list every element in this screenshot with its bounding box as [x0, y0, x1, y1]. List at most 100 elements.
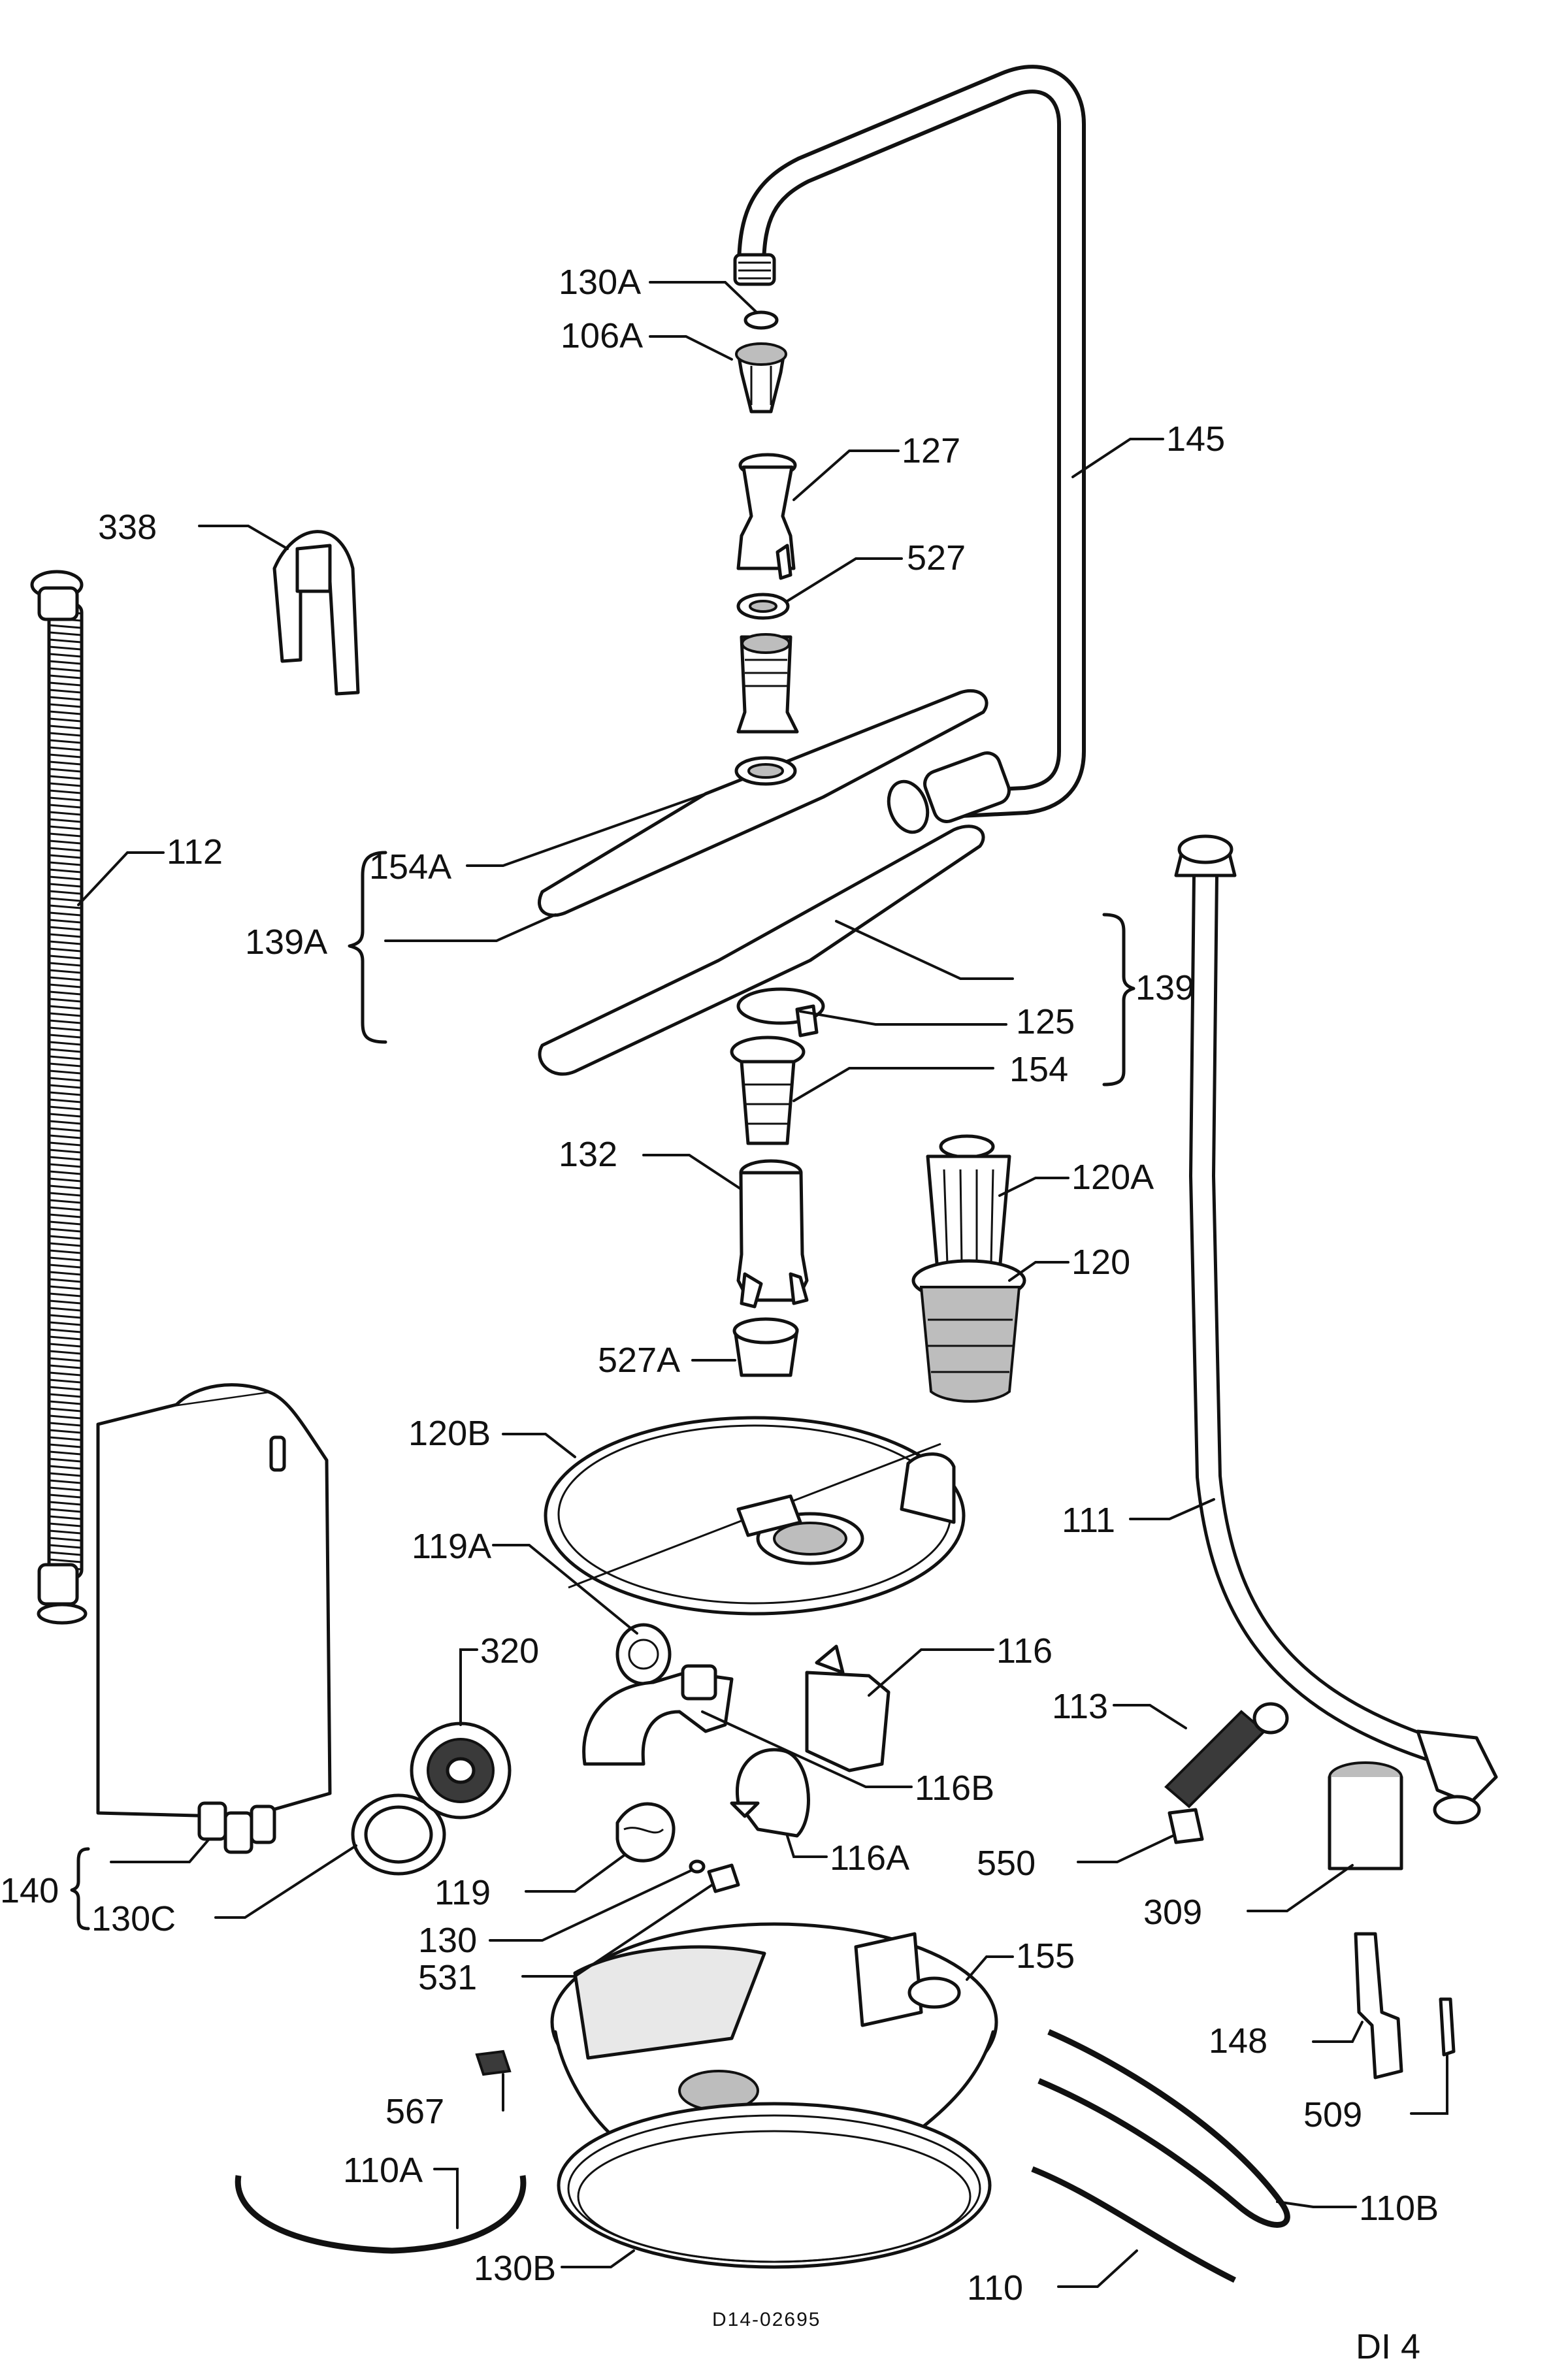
hose-corrugation	[49, 1299, 82, 1305]
label-309: 309	[1143, 1893, 1202, 1932]
part-567	[475, 2049, 512, 2076]
hose-corrugation	[49, 1292, 82, 1298]
clip-148	[1354, 1932, 1403, 2080]
corrugated-hose-112	[30, 570, 88, 1625]
hose-corrugation	[49, 1213, 82, 1218]
hose-corrugation	[49, 1055, 82, 1060]
hose-corrugation	[49, 1400, 82, 1405]
label-132: 132	[559, 1135, 617, 1174]
upper-spray-arm-154A	[538, 633, 988, 917]
hose-corrugation	[49, 1062, 82, 1068]
hose-corrugation	[49, 624, 82, 629]
hose-corrugation	[49, 796, 82, 802]
hose-corrugation	[49, 645, 82, 651]
hose-corrugation	[49, 1278, 82, 1283]
filter-cup-120	[911, 1259, 1026, 1403]
hose-corrugation	[49, 883, 82, 888]
hose-corrugation	[49, 1357, 82, 1362]
upper-spray-tube-145	[733, 65, 1086, 834]
label-139A: 139A	[245, 922, 327, 962]
hose-corrugation	[49, 1026, 82, 1032]
pump-flap-116A	[730, 1748, 810, 1838]
hose-corrugation	[49, 1364, 82, 1369]
hose-corrugation	[49, 847, 82, 852]
hose-corrugation	[49, 969, 82, 974]
hose-corrugation	[49, 1522, 82, 1527]
hose-corrugation	[49, 983, 82, 988]
hose-corrugation	[49, 1069, 82, 1075]
impeller-119	[615, 1802, 676, 1863]
label-106A: 106A	[561, 316, 643, 355]
hose-corrugation	[49, 1386, 82, 1391]
hose-corrugation	[49, 890, 82, 895]
micro-filter-120A	[926, 1134, 1011, 1273]
hose-corrugation	[49, 1414, 82, 1420]
hose-corrugation	[49, 1134, 82, 1139]
hose-corrugation	[49, 753, 82, 759]
label-130B: 130B	[474, 2249, 556, 2288]
hose-corrugation	[49, 1479, 82, 1484]
label-110B: 110B	[1359, 2189, 1439, 2228]
hose-corrugation	[49, 926, 82, 931]
pump-cover-320	[410, 1722, 512, 1820]
label-116A: 116A	[830, 1838, 909, 1878]
hose-corrugation	[49, 1249, 82, 1254]
gasket-110B	[1037, 2029, 1290, 2228]
sheet-number: DI 4	[1356, 2327, 1420, 2366]
hose-corrugation	[49, 1177, 82, 1183]
hose-corrugation	[49, 1379, 82, 1384]
hose-corrugation	[49, 1235, 82, 1240]
hose-corrugation	[49, 976, 82, 981]
hose-corrugation	[49, 689, 82, 694]
hose-corrugation	[49, 1494, 82, 1499]
hose-corrugation	[49, 739, 82, 744]
hose-corrugation	[49, 1335, 82, 1341]
hose-corrugation	[49, 1048, 82, 1053]
hose-corrugation	[49, 1091, 82, 1096]
hose-corrugation	[49, 955, 82, 960]
hose-corrugation	[49, 998, 82, 1003]
label-130: 130	[418, 1921, 477, 1960]
hose-corrugation	[49, 933, 82, 938]
hose-corrugation	[49, 1184, 82, 1190]
label-140: 140	[0, 1871, 59, 1910]
hose-corrugation	[49, 1307, 82, 1312]
gasket-110	[1031, 2166, 1237, 2283]
hose-corrugation	[49, 1443, 82, 1448]
hose-corrugation	[49, 674, 82, 679]
hose-corrugation	[49, 1206, 82, 1211]
hose-corrugation	[49, 1472, 82, 1477]
hose-corrugation	[49, 1465, 82, 1470]
label-130C: 130C	[91, 1899, 176, 1938]
hose-corrugation	[49, 1141, 82, 1147]
label-112: 112	[167, 832, 223, 872]
label-113: 113	[1052, 1687, 1108, 1726]
drawing-reference: D14-02695	[712, 2309, 821, 2330]
screw-130	[689, 1859, 706, 1874]
hose-corrugation	[49, 1450, 82, 1456]
hose-corrugation	[49, 1271, 82, 1276]
hose-corrugation	[49, 768, 82, 773]
hose-corrugation	[49, 854, 82, 859]
hose-corrugation	[49, 1393, 82, 1398]
water-softener-140	[96, 1383, 332, 1854]
hose-corrugation	[49, 1321, 82, 1326]
hose-corrugation	[49, 703, 82, 708]
hose-corrugation	[49, 1515, 82, 1520]
nut-106A	[735, 342, 787, 414]
label-531: 531	[418, 1958, 477, 1997]
hose-corrugation	[49, 875, 82, 881]
hose-corrugation	[49, 1163, 82, 1168]
label-320: 320	[480, 1631, 539, 1671]
hose-corrugation	[49, 1328, 82, 1333]
part-labels: 130A 106A 127 145 338 527 112 154A 139A …	[0, 263, 1439, 2366]
hose-corrugation	[49, 1113, 82, 1118]
label-155: 155	[1016, 1936, 1075, 1976]
hose-corrugation	[49, 710, 82, 715]
hose-corrugation	[49, 840, 82, 845]
inlet-hose-111	[1174, 834, 1498, 1825]
hose-corrugation	[49, 667, 82, 672]
seal-130A	[743, 310, 779, 330]
